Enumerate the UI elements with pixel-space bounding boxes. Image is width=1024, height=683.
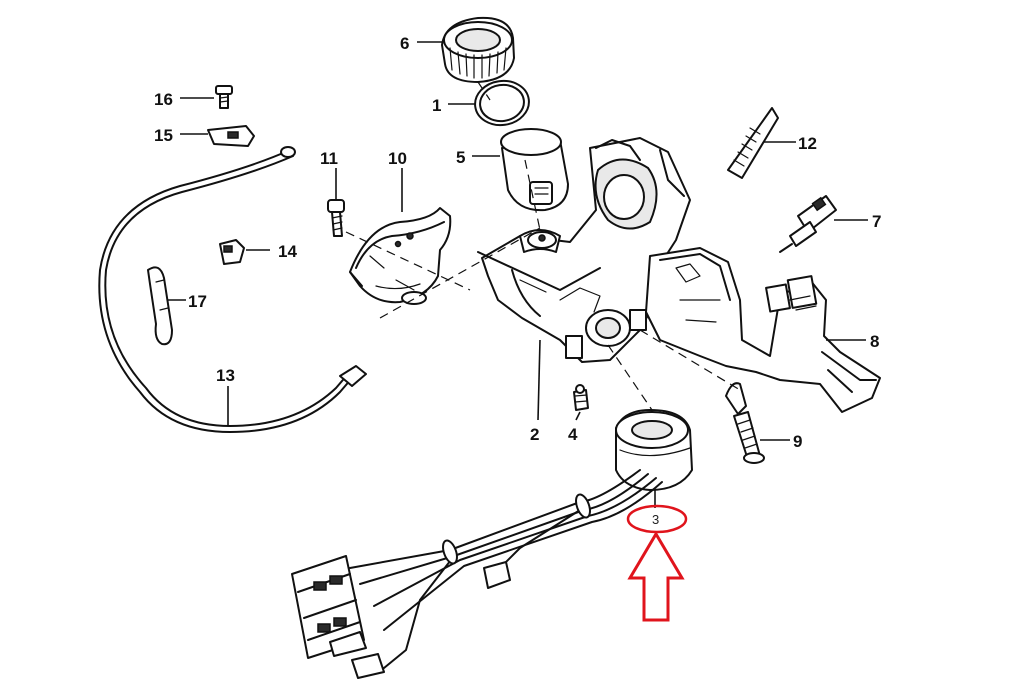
label-part-11: 11 xyxy=(320,149,338,168)
label-part-8: 8 xyxy=(870,332,879,351)
part-2-lock-housing xyxy=(477,137,691,363)
label-part-10: 10 xyxy=(388,149,407,168)
label-part-17: 17 xyxy=(188,292,207,311)
part-11-bolt xyxy=(327,199,345,237)
part-9-screw xyxy=(725,382,765,464)
label-part-1: 1 xyxy=(432,96,441,115)
part-16-screw xyxy=(215,85,233,109)
label-part-7: 7 xyxy=(872,212,881,231)
label-part-12: 12 xyxy=(798,134,817,153)
label-part-4: 4 xyxy=(568,425,578,444)
part-12-pin xyxy=(727,107,779,179)
assembly-dash-lines xyxy=(345,81,741,411)
label-part-13: 13 xyxy=(216,366,235,385)
part-8-connector-housing xyxy=(645,247,881,413)
label-part-2: 2 xyxy=(530,425,539,444)
highlight-arrow-icon xyxy=(627,531,685,622)
leader-lines xyxy=(168,41,868,508)
highlight-marker: 3 xyxy=(626,504,688,622)
label-part-14: 14 xyxy=(278,242,297,261)
part-14-clip xyxy=(219,239,245,265)
label-part-3: 3 xyxy=(652,512,659,527)
part-labels: 6 1 5 12 7 8 9 2 4 11 10 14 17 13 16 15 xyxy=(154,34,881,451)
part-13-cable xyxy=(98,146,367,433)
part-17-clip xyxy=(147,266,173,346)
label-part-16: 16 xyxy=(154,90,173,109)
label-part-5: 5 xyxy=(456,148,465,167)
part-3-ignition-switch xyxy=(615,409,693,491)
label-part-6: 6 xyxy=(400,34,409,53)
part-15-clamp xyxy=(207,125,255,147)
part-7-contact-pin xyxy=(779,195,837,253)
part-1-o-ring xyxy=(474,79,530,127)
highlight-circle xyxy=(626,504,688,534)
part-4-pin xyxy=(573,384,589,411)
part-5-lock-cylinder xyxy=(500,128,569,212)
part-10-cover xyxy=(349,207,452,305)
part-6-bearing xyxy=(441,16,515,83)
wiring-harness xyxy=(291,469,663,679)
label-part-9: 9 xyxy=(793,432,802,451)
label-part-15: 15 xyxy=(154,126,173,145)
